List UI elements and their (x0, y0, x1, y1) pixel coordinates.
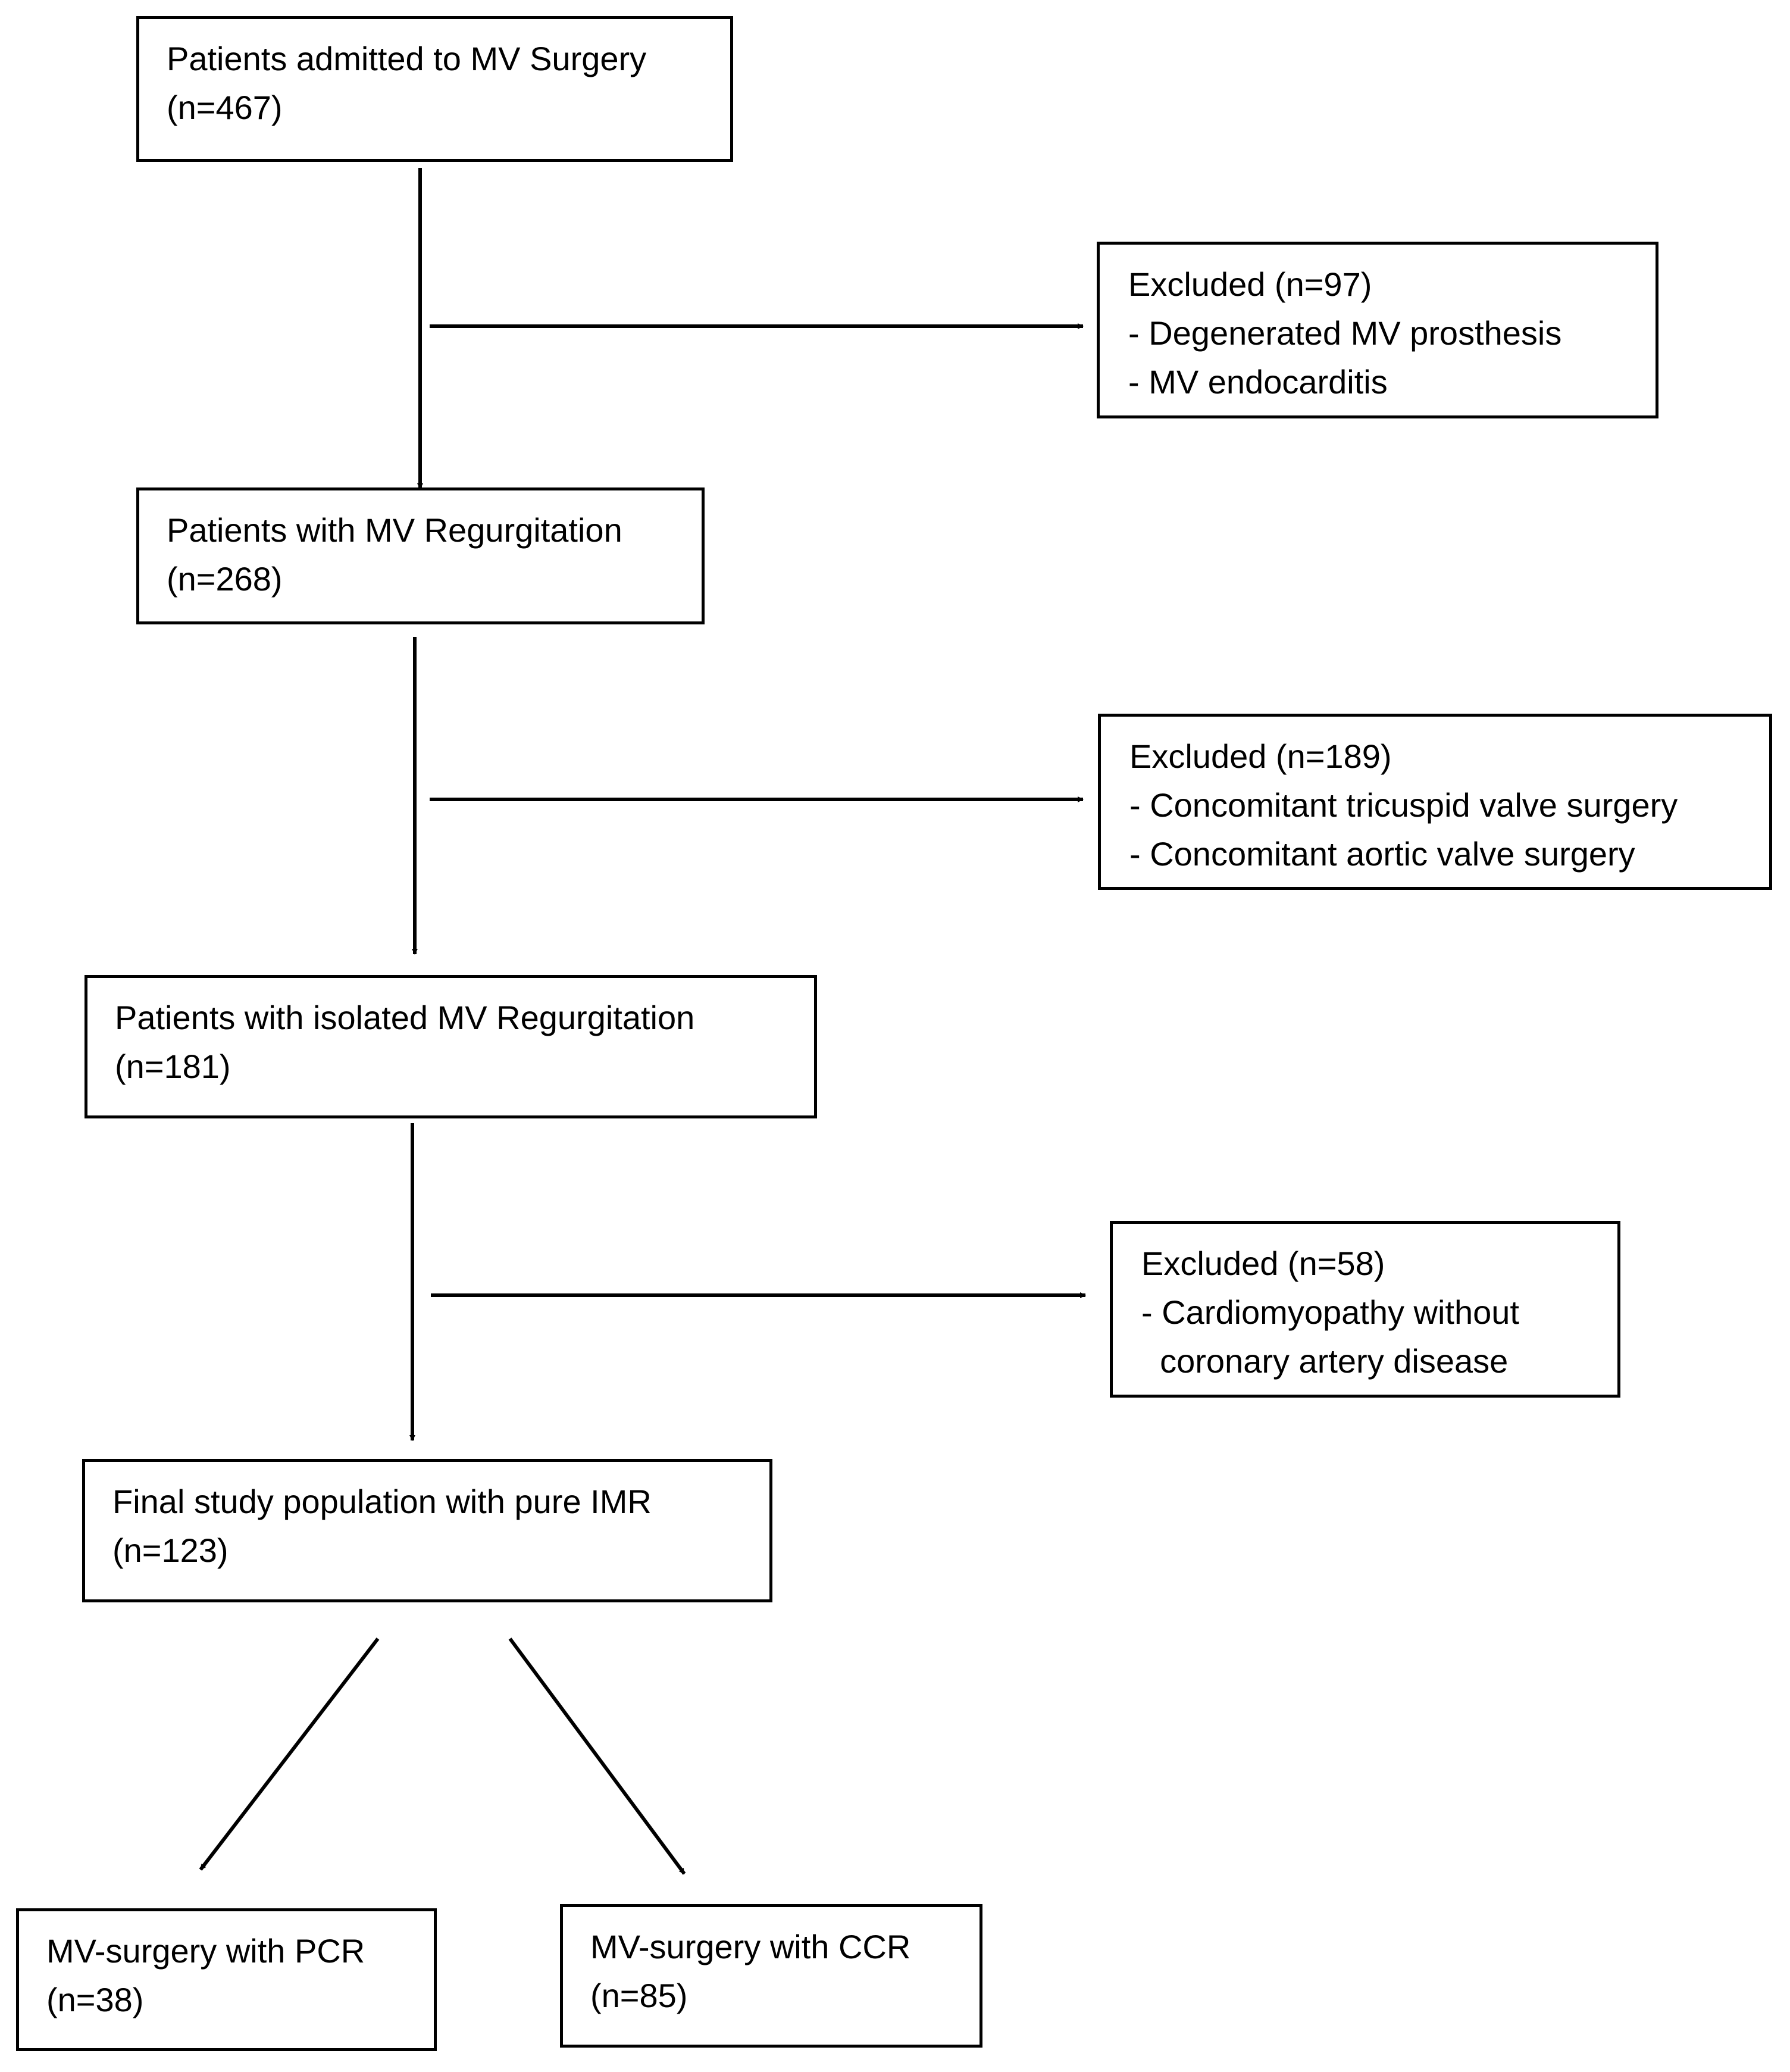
box-title: Excluded (n=97) (1128, 265, 1372, 303)
box-title: Patients with isolated MV Regurgitation (115, 999, 695, 1036)
exclusion-item: - Degenerated MV prosthesis (1128, 314, 1562, 352)
box-count: (n=181) (115, 1048, 231, 1085)
arrow-to-ccr (508, 1637, 686, 1875)
box-ccr: MV-surgery with CCR (n=85) (560, 1904, 982, 2048)
box-isolated: Patients with isolated MV Regurgitation … (85, 975, 817, 1118)
exclusion-item: - Concomitant aortic valve surgery (1129, 835, 1635, 873)
box-title: Patients admitted to MV Surgery (167, 40, 647, 77)
box-excluded-1: Excluded (n=97) - Degenerated MV prosthe… (1097, 242, 1658, 418)
box-regurgitation: Patients with MV Regurgitation (n=268) (136, 487, 705, 624)
box-title: Excluded (n=58) (1141, 1245, 1385, 1282)
box-title: Excluded (n=189) (1129, 737, 1392, 775)
box-admitted: Patients admitted to MV Surgery (n=467) (136, 16, 733, 162)
box-excluded-2: Excluded (n=189) - Concomitant tricuspid… (1098, 714, 1772, 890)
exclusion-item: - MV endocarditis (1128, 363, 1388, 401)
box-title: Patients with MV Regurgitation (167, 511, 622, 549)
box-title: MV-surgery with PCR (46, 1932, 365, 1970)
box-pcr: MV-surgery with PCR (n=38) (16, 1908, 437, 2051)
exclusion-item: - Concomitant tricuspid valve surgery (1129, 786, 1678, 824)
box-title: MV-surgery with CCR (590, 1928, 911, 1965)
box-count: (n=123) (112, 1532, 229, 1569)
exclusion-item: - Cardiomyopathy without (1141, 1293, 1519, 1331)
box-count: (n=467) (167, 89, 283, 126)
box-count: (n=268) (167, 560, 283, 598)
box-count: (n=38) (46, 1981, 144, 2018)
box-count: (n=85) (590, 1977, 688, 2014)
box-title: Final study population with pure IMR (112, 1483, 652, 1520)
exclusion-item: coronary artery disease (1141, 1342, 1509, 1380)
box-excluded-3: Excluded (n=58) - Cardiomyopathy without… (1110, 1221, 1620, 1398)
arrow-to-pcr (199, 1637, 380, 1871)
box-final-population: Final study population with pure IMR (n=… (82, 1459, 772, 1602)
